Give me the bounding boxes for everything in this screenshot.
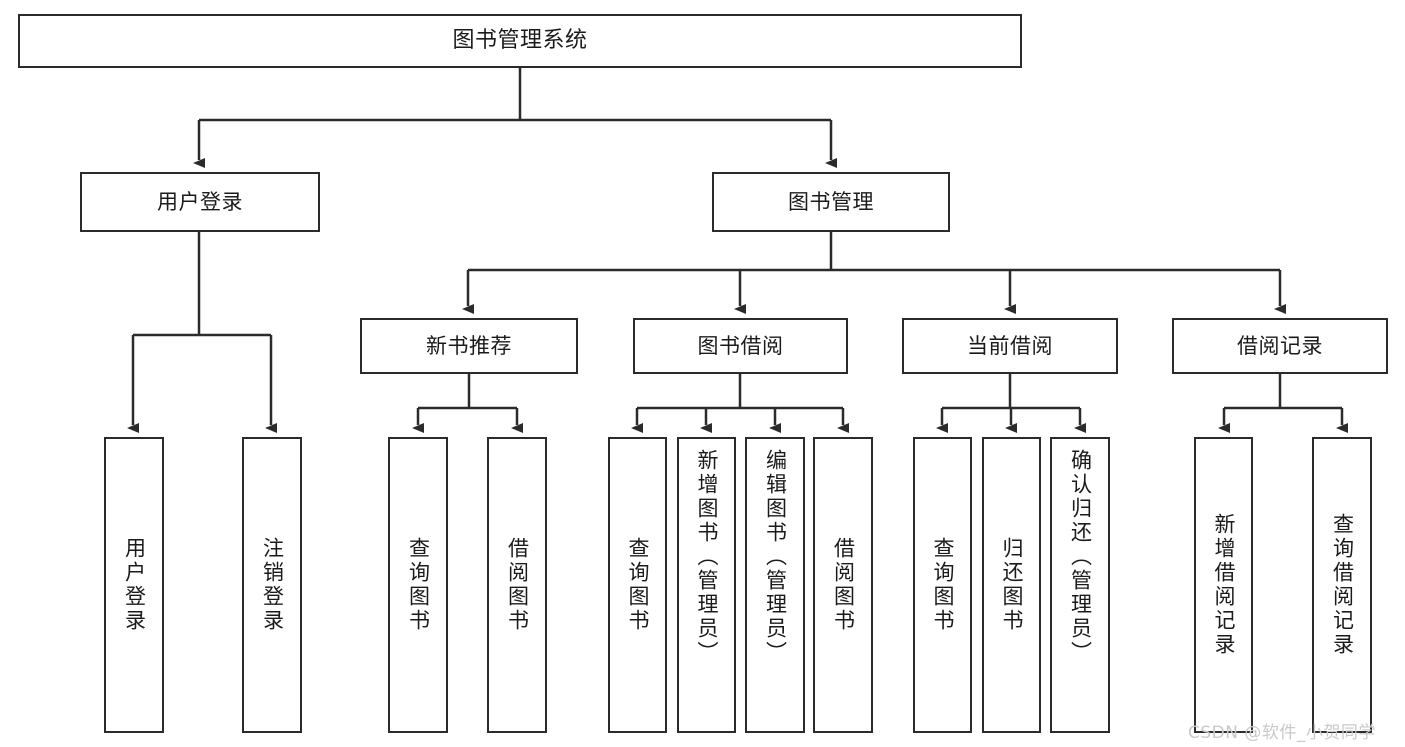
node-query-book-recommend-label: 查询图书 <box>406 537 431 633</box>
node-borrow-book-recommend: 借阅图书 <box>487 437 547 733</box>
csdn-watermark: CSDN @软件_小贺同学 <box>1188 723 1376 743</box>
node-query-book-recommend: 查询图书 <box>388 437 448 733</box>
node-user-login-leaf-label: 用户登录 <box>122 537 147 633</box>
node-add-book-admin-label: 新增图书（管理员） <box>695 449 719 665</box>
node-confirm-return-admin: 确认归还（管理员） <box>1050 437 1110 733</box>
node-borrow-book-recommend-label: 借阅图书 <box>505 537 530 633</box>
node-add-borrow-record-label: 新增借阅记录 <box>1212 513 1236 657</box>
node-query-book-current: 查询图书 <box>913 437 972 733</box>
node-book-borrow-label: 图书借阅 <box>697 333 784 358</box>
node-user-login-label: 用户登录 <box>157 189 243 214</box>
node-query-book-current-label: 查询图书 <box>931 537 955 633</box>
node-current-borrow-label: 当前借阅 <box>967 333 1053 358</box>
node-add-book-admin: 新增图书（管理员） <box>677 437 736 733</box>
node-return-book: 归还图书 <box>982 437 1041 733</box>
node-add-borrow-record: 新增借阅记录 <box>1194 437 1253 733</box>
node-return-book-label: 归还图书 <box>1000 537 1024 633</box>
node-query-book-borrow: 查询图书 <box>608 437 667 733</box>
node-edit-book-admin-label: 编辑图书（管理员） <box>763 449 788 665</box>
node-query-borrow-record: 查询借阅记录 <box>1312 437 1372 733</box>
node-query-book-borrow-label: 查询图书 <box>626 537 650 633</box>
node-book-borrow: 图书借阅 <box>633 318 848 374</box>
node-new-book-recommend-label: 新书推荐 <box>426 333 512 358</box>
node-query-borrow-record-label: 查询借阅记录 <box>1330 513 1355 657</box>
node-new-book-recommend: 新书推荐 <box>360 318 578 374</box>
node-current-borrow: 当前借阅 <box>902 318 1118 374</box>
node-book-manage: 图书管理 <box>712 172 950 232</box>
node-user-login: 用户登录 <box>80 172 320 232</box>
node-user-login-leaf: 用户登录 <box>104 437 164 733</box>
node-book-manage-label: 图书管理 <box>788 189 874 214</box>
node-borrow-record: 借阅记录 <box>1172 318 1388 374</box>
node-borrow-book-leaf-label: 借阅图书 <box>831 537 856 633</box>
node-logout-leaf-label: 注销登录 <box>260 537 285 633</box>
node-borrow-record-label: 借阅记录 <box>1237 333 1323 358</box>
node-root-title: 图书管理系统 <box>18 14 1022 68</box>
node-root-title-label: 图书管理系统 <box>452 28 588 54</box>
node-borrow-book-leaf: 借阅图书 <box>813 437 873 733</box>
node-edit-book-admin: 编辑图书（管理员） <box>745 437 805 733</box>
node-confirm-return-admin-label: 确认归还（管理员） <box>1068 449 1093 665</box>
node-logout-leaf: 注销登录 <box>242 437 302 733</box>
